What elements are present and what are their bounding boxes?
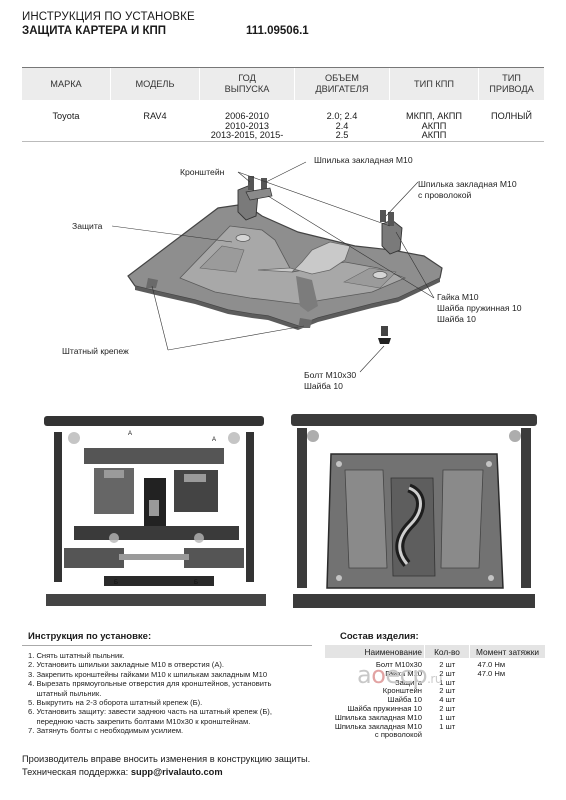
bracket-right <box>380 210 403 255</box>
part-name: Шпилька закладная М10 <box>334 712 422 722</box>
instruction-step: 4. Вырезать прямоугольные отверстия для … <box>28 679 272 698</box>
spec-header: ТИП ПРИВОДА <box>478 68 544 100</box>
photo-label-a1: А <box>128 431 132 437</box>
part-qty: 4 шт <box>424 695 470 705</box>
callout-bolt: Болт М10х30 <box>304 370 357 380</box>
instructions-rule <box>22 645 312 646</box>
guard-plate <box>127 203 443 330</box>
spec-cell: ПОЛНЫЙ <box>478 100 544 151</box>
leader-lines <box>111 161 435 373</box>
spec-header: ОБЪЕМ ДВИГАТЕЛЯ <box>294 68 390 100</box>
part-torque <box>470 696 546 705</box>
part-name: Болт М10х30 <box>375 660 422 669</box>
part-name: Защита <box>395 677 422 687</box>
assembly-diagram <box>111 161 443 373</box>
part-name: Шайба 10 <box>387 695 422 705</box>
spec-header: ТИП КПП <box>389 68 479 100</box>
callout-guard: Защита <box>72 221 103 231</box>
callout-bolt-washer: Шайба 10 <box>304 381 343 391</box>
spec-header: МОДЕЛЬ <box>110 68 200 100</box>
callout-nut: Гайка М10 <box>437 292 479 302</box>
underbody-photo-after <box>283 408 545 618</box>
footer-support: Техническая поддержка: supp@rivalauto.co… <box>22 767 223 777</box>
part-name: Гайка М10 <box>385 668 422 678</box>
parts-table: Наименование Кол-во Момент затяжки Болт … <box>325 645 546 741</box>
spec-table-top-rule <box>22 67 544 68</box>
part-torque <box>470 687 546 696</box>
spec-cell: RAV4 <box>110 100 200 151</box>
part-name: Шпилька закладная М10 с проволокой <box>334 721 422 740</box>
callout-stud-wire-1: Шпилька закладная М10 <box>418 179 517 189</box>
part-name: Кронштейн <box>382 686 422 696</box>
parts-header-qty: Кол-во <box>424 645 470 658</box>
spec-cell: 2006-2010 2010-2013 2013-2015, 2015- <box>199 100 295 151</box>
underbody-photo-before: А А Б Б <box>34 408 279 618</box>
support-label: Техническая поддержка: <box>22 767 129 777</box>
instruction-step: 5. Выкрутить на 2-3 оборота штатный креп… <box>28 698 203 708</box>
support-email-link[interactable]: supp@rivalauto.com <box>130 767 223 777</box>
spec-cell: 2.0; 2.4 2.4 2.5 <box>294 100 390 151</box>
bracket-left <box>237 176 273 221</box>
photo-label-b2: Б <box>194 580 198 586</box>
callout-spring-washer: Шайба пружинная 10 <box>437 303 522 313</box>
callout-stud-wire-2: с проволокой <box>418 190 472 200</box>
instructions-title: Инструкция по установке: <box>28 631 152 642</box>
bolt-m10x30 <box>378 326 391 344</box>
callout-stock-fastener: Штатный крепеж <box>62 346 129 356</box>
part-torque <box>470 714 546 723</box>
part-qty: 2 шт <box>424 669 470 679</box>
part-torque <box>470 705 546 714</box>
part-qty: 2 шт <box>424 658 470 670</box>
part-qty: 2 шт <box>424 687 470 697</box>
spec-table-bottom-rule <box>22 141 544 142</box>
spec-cell: МКПП, АКПП АКПП АКПП <box>389 100 479 151</box>
part-qty: 1 шт <box>424 722 470 741</box>
instruction-step: 7. Затянуть болты с необходимым усилием. <box>28 726 184 736</box>
photo-label-b1: Б <box>114 580 118 586</box>
photo-label-a2: А <box>212 437 216 443</box>
doc-title-line2: ЗАЩИТА КАРТЕРА И КПП <box>22 25 167 37</box>
part-qty: 1 шт <box>424 713 470 723</box>
instruction-step: 3. Закрепить кронштейны гайками М10 к шп… <box>28 669 268 679</box>
instructions-list: 1. Снять штатный пыльник. 2. Установить … <box>28 651 313 736</box>
callout-bracket: Кронштейн <box>180 167 225 177</box>
vehicle-spec-table: МАРКА МОДЕЛЬ ГОД ВЫПУСКА ОБЪЕМ ДВИГАТЕЛЯ… <box>22 68 544 151</box>
part-name: Шайба пружинная 10 <box>347 703 422 713</box>
parts-title: Состав изделия: <box>340 631 419 642</box>
part-torque <box>470 723 546 741</box>
spec-cell: Toyota <box>52 111 80 121</box>
part-torque: 47.0 Нм <box>477 660 506 669</box>
part-torque <box>470 679 546 688</box>
callout-washer: Шайба 10 <box>437 314 476 324</box>
part-torque: 47.0 Нм <box>477 668 506 678</box>
part-qty: 1 шт <box>424 678 470 688</box>
spec-header: ГОД ВЫПУСКА <box>199 68 295 100</box>
instruction-step: 1. Снять штатный пыльник. <box>28 651 125 660</box>
parts-header-name: Наименование <box>325 645 425 658</box>
instruction-step: 6. Установить защиту: завести заднюю час… <box>28 707 272 726</box>
callout-stud-m10: Шпилька закладная М10 <box>314 155 413 165</box>
watermark-logo: aoecp.ru <box>357 661 442 689</box>
part-qty: 2 шт <box>424 704 470 714</box>
doc-number: 111.09506.1 <box>246 25 309 37</box>
footer-disclaimer: Производитель вправе вносить изменения в… <box>22 754 311 764</box>
spec-header: МАРКА <box>22 68 111 100</box>
instruction-step: 2. Установить шпильки закладные М10 в от… <box>28 660 225 670</box>
parts-header-torque: Момент затяжки <box>469 645 545 658</box>
doc-title-line1: ИНСТРУКЦИЯ ПО УСТАНОВКЕ <box>22 11 195 23</box>
